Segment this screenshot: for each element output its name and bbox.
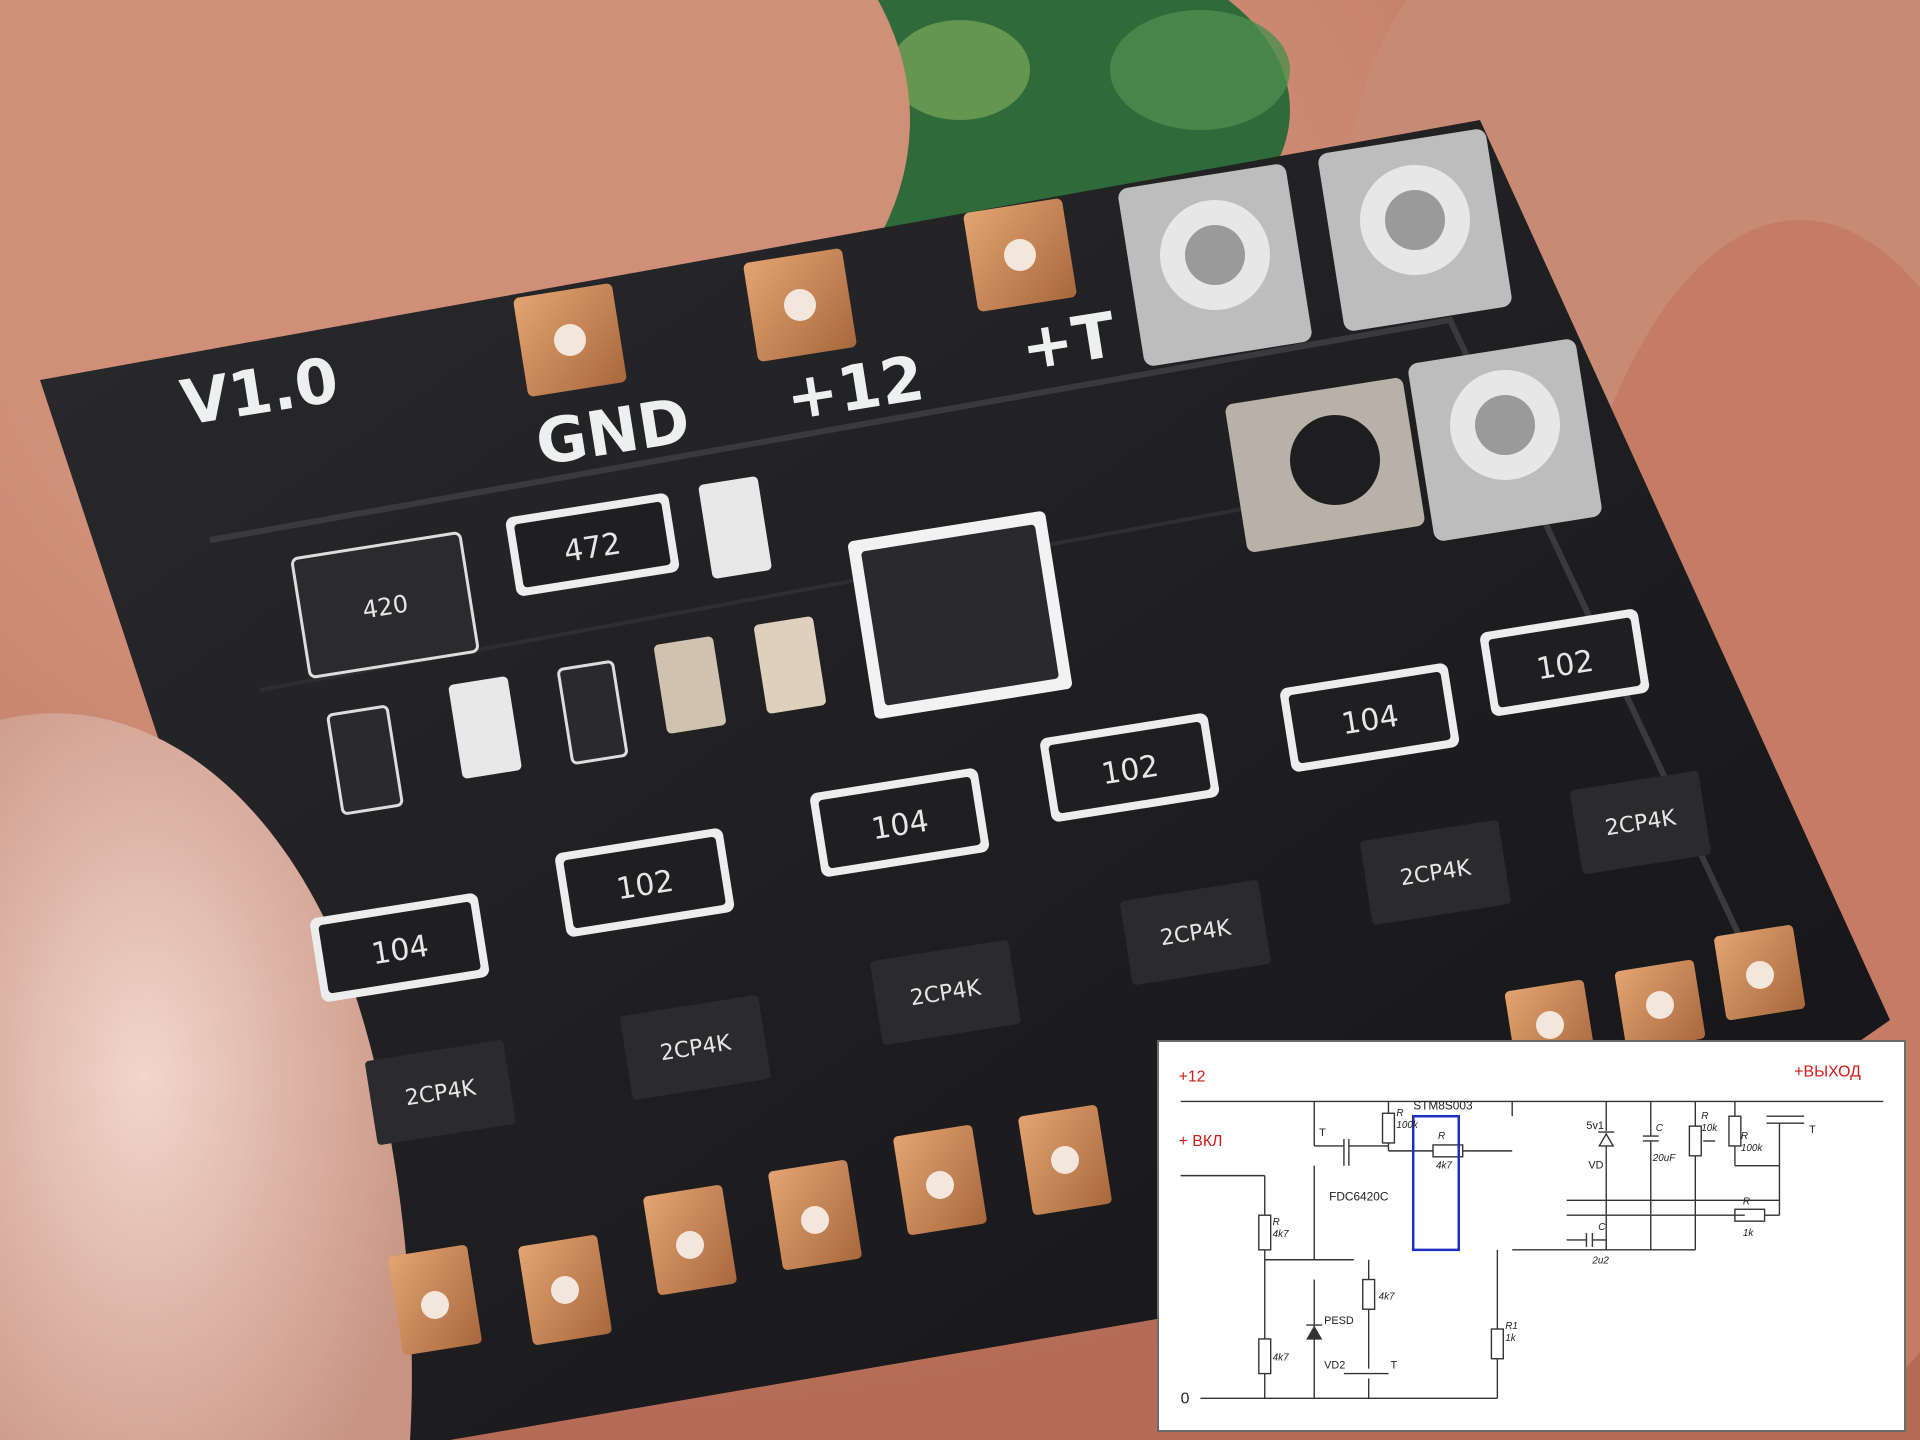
mcu-chip [848, 511, 1072, 719]
sch-pesd: PESD [1324, 1315, 1354, 1327]
bottom-pads [388, 925, 1806, 1355]
tactile-button [1225, 377, 1425, 553]
sch-val: 100k [1741, 1143, 1763, 1154]
plus-t-label: +T [1016, 298, 1121, 385]
thumb [0, 713, 412, 1440]
sch-label-zero: 0 [1181, 1390, 1190, 1407]
sch-val: 1k [1743, 1228, 1754, 1239]
sch-r: R [1743, 1196, 1750, 1207]
small-passives: 755 01B [326, 476, 826, 815]
sch-val: 1k [1505, 1333, 1516, 1344]
sch-t: T [1319, 1127, 1326, 1139]
sch-t: T [1390, 1360, 1397, 1372]
sch-label-out: +ВЫХОД [1794, 1064, 1861, 1081]
sch-r: R [1701, 1111, 1708, 1122]
schematic-inset: +12 + ВКЛ 0 +ВЫХОД STM8S003 FDC6420C T R… [1157, 1040, 1906, 1432]
sch-cap: C [1598, 1222, 1606, 1233]
trimmer-potentiometers [1118, 129, 1602, 541]
sch-r: R [1438, 1131, 1445, 1142]
sch-r1: R1 [1505, 1321, 1518, 1332]
sch-val: 4k7 [1436, 1161, 1452, 1172]
sch-val: 10k [1701, 1123, 1718, 1134]
sch-r: R [1741, 1131, 1748, 1142]
sch-label-vkl: + ВКЛ [1179, 1133, 1223, 1150]
sch-zener: 5v1 [1586, 1120, 1604, 1132]
sch-cap-val: 2u2 [1591, 1256, 1609, 1267]
mosfet-chips: 2CP4K 2CP4K 2CP4K 2CP4K 2CP4K 2CP4K [365, 770, 1711, 1145]
sch-val: 4k7 [1273, 1353, 1289, 1364]
sch-cap: C [1656, 1123, 1664, 1134]
sch-vd2: VD2 [1324, 1360, 1345, 1372]
sch-cap-val: 20uF [1652, 1153, 1676, 1164]
sch-label-12: +12 [1179, 1069, 1206, 1086]
sch-mcu: STM8S003 [1413, 1098, 1473, 1112]
resistor-arrays: 472 104 102 104 102 104 [310, 493, 1650, 1002]
sch-val: 4k7 [1273, 1229, 1289, 1240]
sch-val: 4k7 [1379, 1291, 1395, 1302]
sch-val: 100k [1396, 1120, 1418, 1131]
sch-vd: VD [1588, 1160, 1603, 1172]
sch-r: R [1273, 1217, 1280, 1228]
top-pads [513, 198, 1077, 397]
sch-mosfet: FDC6420C [1329, 1189, 1389, 1203]
sch-r: R [1396, 1108, 1403, 1119]
regulator-chip: 420 [291, 531, 479, 679]
sch-t: T [1809, 1124, 1816, 1136]
